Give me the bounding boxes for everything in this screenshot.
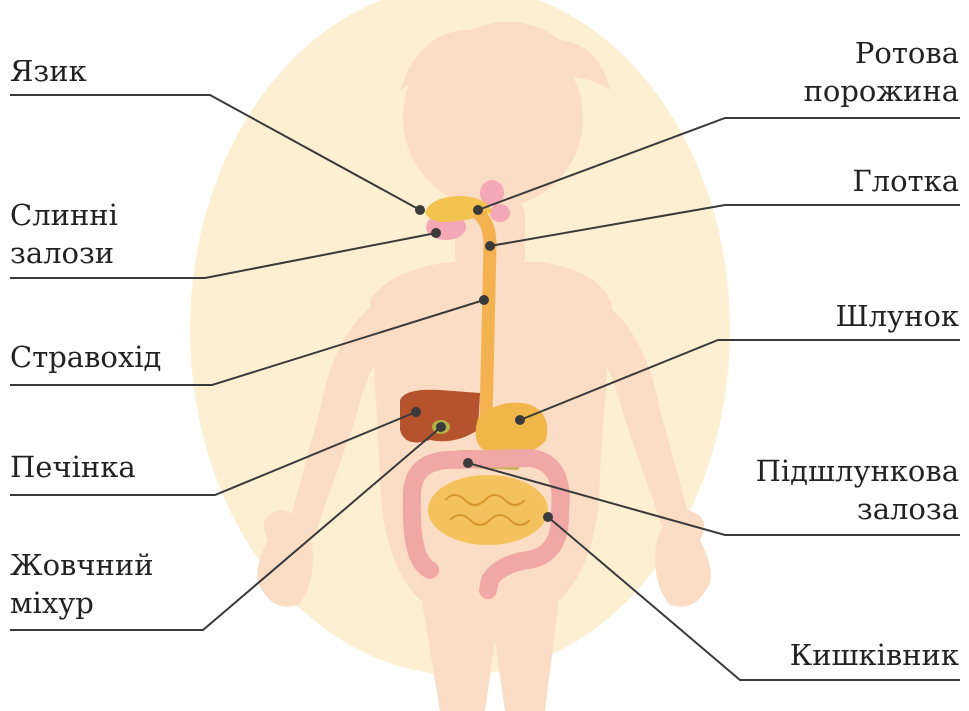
label-stomach: Шлунок: [836, 297, 960, 335]
dot-salivary: [431, 228, 441, 238]
label-esophagus-text: Стравохід: [10, 338, 161, 376]
salivary-gland-under: [490, 204, 510, 222]
label-oral-line1: Ротова: [804, 34, 959, 72]
label-liver-text: Печінка: [10, 448, 136, 486]
dot-oral: [473, 205, 483, 215]
dot-liver: [411, 407, 421, 417]
label-intestine: Кишківник: [790, 636, 959, 674]
label-salivary-line2: залози: [10, 234, 118, 272]
label-liver: Печінка: [10, 448, 136, 486]
dot-pancreas: [463, 458, 473, 468]
label-pancreas: Підшлункова залоза: [756, 452, 959, 528]
label-gallbladder-line1: Жовчний: [10, 546, 154, 584]
label-intestine-text: Кишківник: [790, 636, 959, 674]
label-salivary-line1: Слинні: [10, 196, 118, 234]
label-pancreas-line1: Підшлункова: [756, 452, 959, 490]
label-gallbladder-line2: міхур: [10, 584, 154, 622]
dot-stomach: [515, 415, 525, 425]
dot-tongue: [415, 205, 425, 215]
label-tongue-text: Язик: [10, 52, 87, 90]
dot-gallbladder: [436, 422, 446, 432]
dot-esophagus: [479, 295, 489, 305]
label-oral-line2: порожина: [804, 72, 959, 110]
label-stomach-text: Шлунок: [836, 297, 960, 335]
label-oral-cavity: Ротова порожина: [804, 34, 959, 110]
label-pharynx-text: Глотка: [852, 162, 959, 200]
label-salivary-glands: Слинні залози: [10, 196, 118, 272]
liver-shape: [400, 390, 480, 443]
label-pancreas-line2: залоза: [756, 490, 959, 528]
small-intestine-shape: [428, 475, 548, 545]
label-pharynx: Глотка: [852, 162, 959, 200]
label-gallbladder: Жовчний міхур: [10, 546, 154, 622]
dot-pharynx: [485, 241, 495, 251]
dot-intestine: [543, 512, 553, 522]
label-esophagus: Стравохід: [10, 338, 161, 376]
legs: [420, 590, 560, 711]
label-tongue: Язик: [10, 52, 87, 90]
